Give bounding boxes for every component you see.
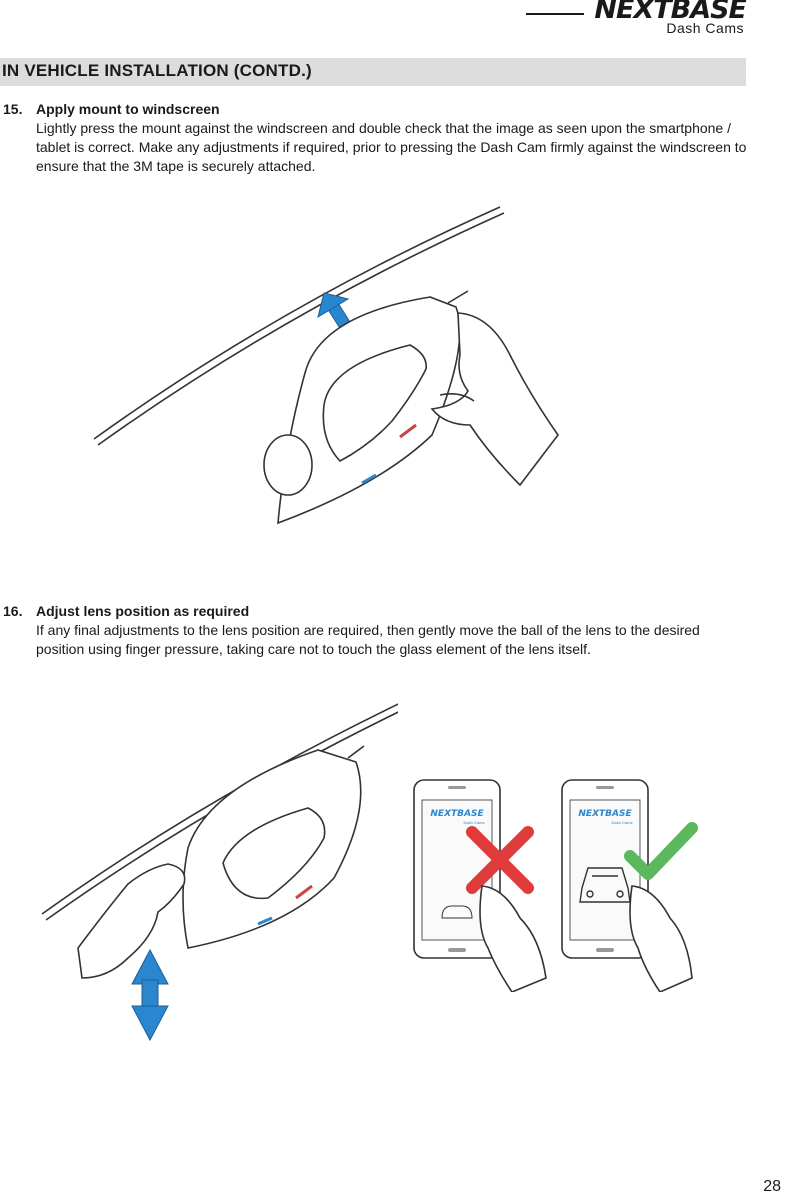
windscreen-line [93,206,501,440]
windscreen-line [97,212,505,446]
phone-correct: NEXTBASE Dash Cams [561,779,698,992]
hand-icon [430,312,559,487]
hand-icon [479,885,547,992]
nextbase-logo: NEXTBASE Dash Cams [524,0,748,40]
dash-cam-icon [182,745,365,949]
windscreen-line [41,703,398,915]
dash-cam-icon [263,290,469,525]
car-icon [579,867,631,903]
step-number: 15. [3,101,23,117]
phone-incorrect: NEXTBASE Dash Cams [413,779,547,992]
up-down-arrow-icon [131,948,169,1042]
hand-icon [629,885,693,992]
step-body: If any final adjustments to the lens pos… [36,622,700,657]
step-body: Lightly press the mount against the wind… [36,120,747,174]
logo-wordmark: NEXTBASE [594,0,747,25]
step-number: 16. [3,603,23,619]
phone-logo: NEXTBASE [430,809,484,819]
step-heading: Apply mount to windscreen [36,101,220,117]
mount-windscreen-illustration [93,206,559,525]
logo-subtitle: Dash Cams [666,20,744,36]
phone-logo: NEXTBASE [578,809,632,819]
phone-logo-sub: Dash Cams [612,820,633,825]
section-title: IN VEHICLE INSTALLATION (CONTD.) [2,61,312,80]
section-header: IN VEHICLE INSTALLATION (CONTD.) [0,58,746,86]
logo-swoosh-icon [526,13,584,15]
cross-icon [466,826,534,894]
hand-icon [77,863,186,979]
adjust-lens-illustration [41,703,398,1042]
phone-logo-sub: Dash Cams [464,820,485,825]
step-heading: Adjust lens position as required [36,603,250,619]
page-number: 28 [763,1178,781,1195]
check-icon [624,822,698,880]
